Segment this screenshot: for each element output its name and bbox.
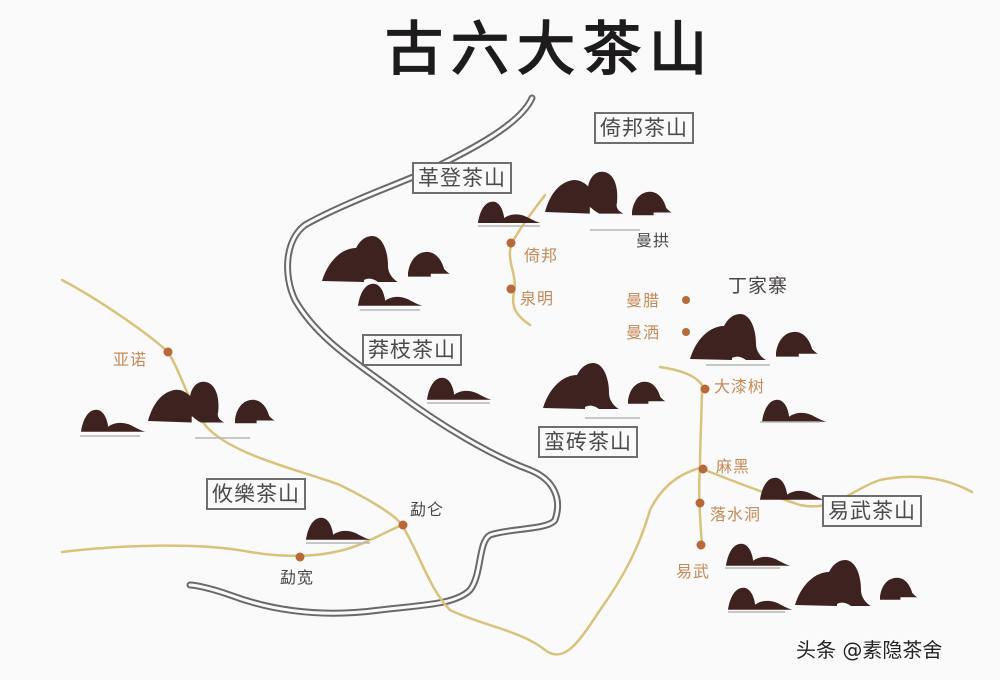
mountain-icon <box>543 363 619 409</box>
mountain-icon <box>728 587 793 610</box>
village-label-yiwu[interactable]: 易武 <box>676 562 711 581</box>
dot-dalishu <box>700 384 710 394</box>
mountain-icon <box>726 543 791 566</box>
region-label-manzhuan[interactable]: 蛮砖茶山 <box>538 426 638 458</box>
region-label-yibang[interactable]: 倚邦茶山 <box>594 112 694 144</box>
mountains <box>81 171 918 610</box>
mountain-icon <box>545 171 624 214</box>
mountain-icon <box>235 399 275 424</box>
village-dots <box>163 238 710 562</box>
village-label-mengkuan[interactable]: 勐宽 <box>280 568 315 587</box>
dot-manla <box>682 296 690 304</box>
region-label-mangzhi[interactable]: 莽枝茶山 <box>362 334 462 366</box>
village-label-dingjiazhai[interactable]: 丁家寨 <box>728 275 789 297</box>
dot-yibang <box>506 238 516 248</box>
mountain-icon <box>690 314 766 360</box>
dot-quanming <box>506 284 516 294</box>
region-label-yiwu[interactable]: 易武茶山 <box>822 495 922 527</box>
village-label-mansa[interactable]: 曼洒 <box>626 323 661 342</box>
village-label-mangong[interactable]: 曼拱 <box>636 231 671 250</box>
village-label-mahei[interactable]: 麻黑 <box>716 457 751 476</box>
dot-mengkuan <box>295 552 305 562</box>
village-label-dalishu[interactable]: 大漆树 <box>714 377 766 396</box>
dot-mansa <box>682 328 690 336</box>
ground-lines <box>80 225 820 613</box>
mountain-icon <box>81 409 146 432</box>
dot-luoshuidong <box>695 498 705 508</box>
map-title: 古六大茶山 <box>384 15 715 83</box>
village-label-luoshuidong[interactable]: 落水洞 <box>710 505 762 524</box>
mountain-icon <box>760 477 825 500</box>
region-label-gedeng[interactable]: 革登茶山 <box>412 162 512 194</box>
village-label-yanuo[interactable]: 亚诺 <box>113 350 148 369</box>
region-label-youle[interactable]: 攸樂茶山 <box>206 478 306 510</box>
dot-menglun <box>398 520 408 530</box>
watermark: 头条 @素隐茶舍 <box>796 638 943 662</box>
dot-yiwu <box>696 540 706 550</box>
mountain-icon <box>632 191 672 216</box>
mountain-icon <box>322 236 398 282</box>
village-label-quanming[interactable]: 泉明 <box>520 289 555 308</box>
road <box>186 94 562 617</box>
mountain-icon <box>795 560 871 606</box>
dot-yanuo <box>163 347 173 357</box>
mountain-icon <box>628 381 666 404</box>
mountain-icon <box>880 577 918 600</box>
mountain-icon <box>408 251 450 277</box>
mountain-icon <box>358 283 423 306</box>
village-label-yibang[interactable]: 倚邦 <box>524 246 559 265</box>
mountain-icon <box>762 399 827 422</box>
mountain-icon <box>776 331 818 357</box>
village-label-manla[interactable]: 曼腊 <box>626 291 661 310</box>
village-label-menglun[interactable]: 勐仑 <box>410 500 445 519</box>
dot-mahei <box>698 464 708 474</box>
mountain-icon <box>306 517 371 540</box>
mountain-icon <box>427 377 492 400</box>
